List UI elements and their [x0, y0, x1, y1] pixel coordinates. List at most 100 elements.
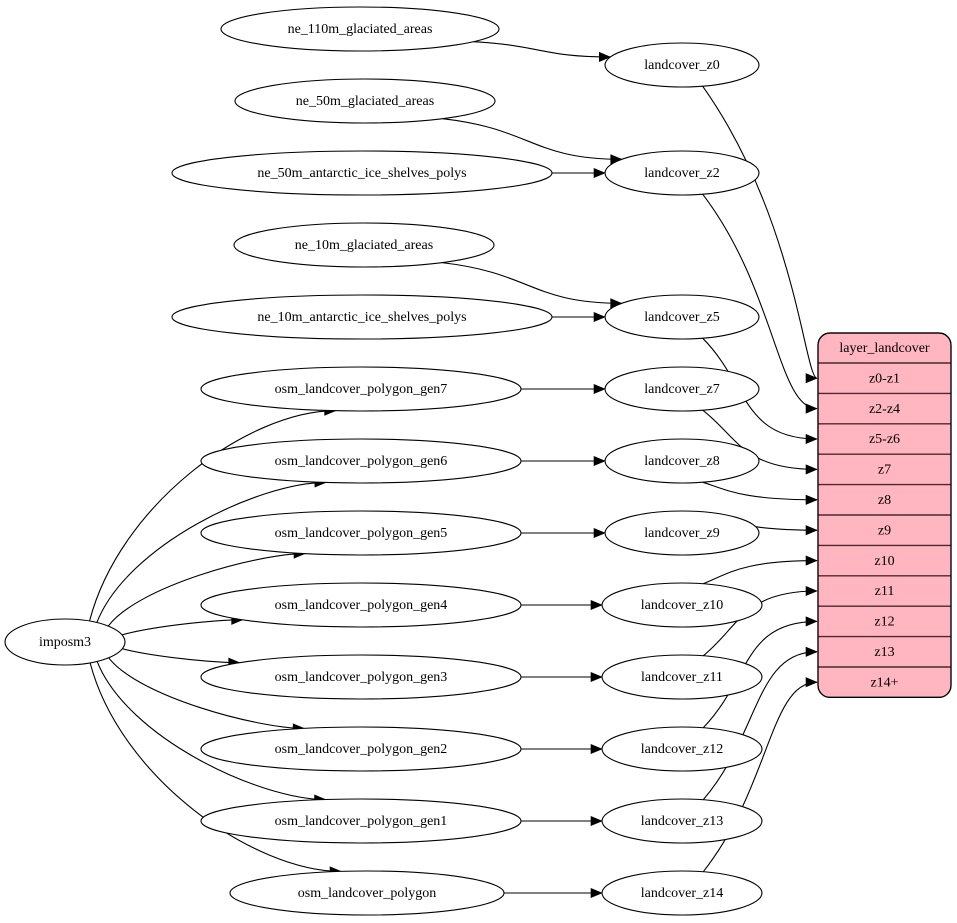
table-border [817, 332, 952, 698]
node-label: osm_landcover_polygon_gen7 [275, 382, 448, 397]
edge [96, 481, 326, 623]
node-landcover_z7[interactable]: landcover_z7 [604, 366, 760, 412]
table-layer: layer_landcoverz0-z1z2-z4z5-z6z7z8z9z10z… [817, 332, 952, 698]
node-shape [200, 366, 522, 412]
arrow-head [593, 167, 606, 179]
node-label: ne_50m_glaciated_areas [296, 94, 434, 109]
edge [702, 481, 818, 501]
edge [89, 662, 342, 872]
node-shape [200, 726, 522, 772]
node-ne_50m_glaciated_areas[interactable]: ne_50m_glaciated_areas [234, 78, 496, 124]
node-shape [200, 510, 522, 556]
table-row-z9[interactable]: z9 [818, 514, 951, 545]
node-shape [200, 582, 522, 628]
node-osm_landcover_polygon_gen5[interactable]: osm_landcover_polygon_gen5 [200, 510, 522, 556]
table-row-z14+[interactable]: z14+ [818, 666, 951, 697]
node-landcover_z8[interactable]: landcover_z8 [604, 438, 760, 484]
node-label: imposm3 [39, 635, 91, 650]
node-landcover_z2[interactable]: landcover_z2 [604, 150, 760, 196]
node-label: landcover_z0 [644, 58, 719, 73]
node-shape [234, 78, 496, 124]
node-osm_landcover_polygon_gen2[interactable]: osm_landcover_polygon_gen2 [200, 726, 522, 772]
node-label: osm_landcover_polygon_gen3 [275, 670, 448, 685]
node-label: osm_landcover_polygon_gen4 [275, 598, 448, 613]
arrow-head [805, 373, 818, 384]
node-landcover_z12[interactable]: landcover_z12 [601, 726, 763, 772]
arrow-head [593, 527, 606, 539]
node-landcover_z0[interactable]: landcover_z0 [604, 42, 760, 88]
node-shape [200, 798, 522, 844]
edge [442, 118, 622, 160]
table-row-z0-z1[interactable]: z0-z1 [818, 362, 951, 393]
node-shape [604, 294, 760, 340]
node-shape [233, 222, 495, 268]
table-row-z5-z6[interactable]: z5-z6 [818, 423, 951, 454]
table-row-z11[interactable]: z11 [818, 575, 951, 606]
node-shape [601, 798, 763, 844]
row-label: z2-z4 [869, 402, 900, 417]
node-imposm3[interactable]: imposm3 [4, 618, 126, 666]
edge [702, 337, 818, 440]
node-ne_110m_glaciated_areas[interactable]: ne_110m_glaciated_areas [220, 6, 500, 52]
edge [441, 262, 622, 304]
row-label: z5-z6 [869, 432, 900, 447]
node-osm_landcover_polygon_gen3[interactable]: osm_landcover_polygon_gen3 [200, 654, 522, 700]
node-shape [171, 294, 553, 340]
row-label: z14+ [870, 675, 898, 690]
node-label: ne_110m_glaciated_areas [288, 22, 433, 37]
node-label: landcover_z5 [644, 310, 719, 325]
table-row-z7[interactable]: z7 [818, 453, 951, 484]
edge [473, 41, 611, 58]
arrow-head [593, 311, 606, 323]
node-shape [200, 438, 522, 484]
node-shape [171, 150, 553, 196]
node-label: ne_10m_antarctic_ice_shelves_polys [257, 310, 466, 325]
node-label: ne_50m_antarctic_ice_shelves_polys [257, 166, 466, 181]
node-shape [229, 870, 505, 916]
node-label: landcover_z10 [641, 598, 723, 613]
node-osm_landcover_polygon_gen1[interactable]: osm_landcover_polygon_gen1 [200, 798, 522, 844]
arrow-head [805, 677, 818, 688]
node-landcover_z13[interactable]: landcover_z13 [601, 798, 763, 844]
layer-table-layer_landcover[interactable]: layer_landcoverz0-z1z2-z4z5-z6z7z8z9z10z… [817, 332, 952, 698]
node-osm_landcover_polygon_gen6[interactable]: osm_landcover_polygon_gen6 [200, 438, 522, 484]
node-label: osm_landcover_polygon_gen1 [275, 814, 448, 829]
table-row-z8[interactable]: z8 [818, 483, 951, 515]
table-row-z10[interactable]: z10 [818, 544, 951, 575]
node-label: landcover_z14 [641, 886, 723, 901]
node-shape [220, 6, 500, 52]
node-landcover_z10[interactable]: landcover_z10 [601, 582, 763, 628]
edge [702, 193, 818, 410]
node-layer: ne_110m_glaciated_areas ne_50m_glaciated_… [4, 6, 763, 916]
node-shape [601, 654, 763, 700]
arrow-head [805, 494, 818, 505]
arrow-head [593, 383, 606, 395]
node-landcover_z9[interactable]: landcover_z9 [604, 510, 760, 556]
table-row-z13[interactable]: z13 [818, 635, 951, 667]
node-ne_10m_antarctic_ice_shelves_polys[interactable]: ne_10m_antarctic_ice_shelves_polys [171, 294, 553, 340]
row-label: z7 [878, 463, 891, 478]
node-ne_10m_glaciated_areas[interactable]: ne_10m_glaciated_areas [233, 222, 495, 268]
node-landcover_z5[interactable]: landcover_z5 [604, 294, 760, 340]
node-ne_50m_antarctic_ice_shelves_polys[interactable]: ne_50m_antarctic_ice_shelves_polys [171, 150, 553, 196]
node-osm_landcover_polygon_gen7[interactable]: osm_landcover_polygon_gen7 [200, 366, 522, 412]
arrow-head [598, 51, 612, 63]
node-landcover_z14[interactable]: landcover_z14 [601, 870, 763, 916]
node-label: landcover_z2 [644, 166, 719, 181]
arrow-head [805, 646, 818, 657]
node-landcover_z11[interactable]: landcover_z11 [601, 654, 763, 700]
arrow-head [590, 815, 603, 827]
node-osm_landcover_polygon[interactable]: osm_landcover_polygon [229, 870, 505, 916]
arrow-head [805, 555, 818, 566]
node-label: landcover_z8 [644, 454, 719, 469]
table-row-z12[interactable]: z12 [818, 605, 951, 636]
table-row-z2-z4[interactable]: z2-z4 [818, 392, 951, 423]
arrow-head [805, 616, 818, 627]
row-label: z10 [874, 554, 894, 569]
row-label: z12 [874, 615, 894, 630]
node-osm_landcover_polygon_gen4[interactable]: osm_landcover_polygon_gen4 [200, 582, 522, 628]
node-label: landcover_z9 [644, 526, 719, 541]
node-label: osm_landcover_polygon_gen2 [275, 742, 448, 757]
arrow-head [590, 599, 603, 611]
node-label: landcover_z12 [641, 742, 723, 757]
